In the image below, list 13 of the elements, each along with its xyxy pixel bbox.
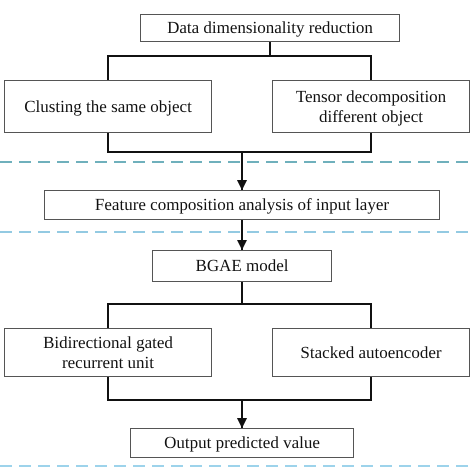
process-box: Stacked autoencoder [272, 328, 470, 377]
connector-line [269, 42, 372, 80]
process-box: BGAE model [152, 250, 332, 282]
arrow [237, 220, 247, 250]
process-box: Data dimensionality reduction [140, 14, 400, 42]
arrow [237, 377, 372, 428]
process-box: Tensor decomposition different object [272, 80, 470, 133]
process-box: Clusting the same object [4, 80, 212, 133]
process-box: Output predicted value [130, 428, 354, 458]
process-box: Feature composition analysis of input layer [44, 190, 440, 220]
connector-line [241, 282, 372, 328]
process-box: Bidirectional gated recurrent unit [4, 328, 212, 377]
arrow [237, 133, 372, 190]
